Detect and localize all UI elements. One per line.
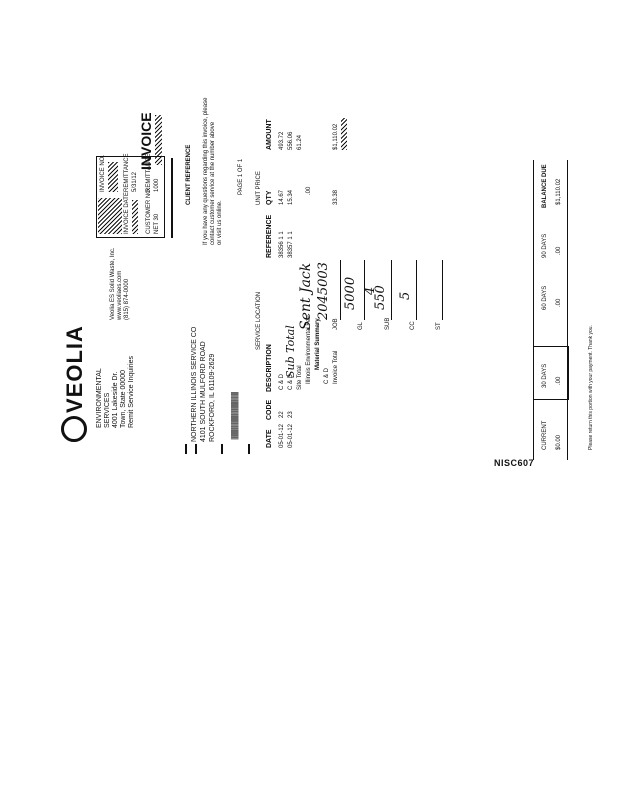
- margin-mark: [221, 444, 223, 454]
- remit-line: (815) 874-0000: [124, 278, 130, 320]
- coding-label: CC: [410, 321, 416, 330]
- vendor-logo: VEOLIA: [61, 325, 89, 442]
- row-date: 05-01-12: [288, 423, 294, 448]
- row-code: 23: [288, 411, 294, 418]
- coding-line: [416, 260, 417, 320]
- total-amount: $1,110.02: [333, 123, 339, 150]
- material-summary-label: Material Summary: [315, 318, 321, 370]
- site-total-label: Site Total: [297, 365, 303, 390]
- aging-bottom-rule: [567, 160, 568, 460]
- bill-to-line: NORTHERN ILLINOIS SERVICE CO: [191, 326, 198, 442]
- row-date: 05-01-12: [279, 423, 285, 448]
- col-qty: QTY: [266, 190, 273, 205]
- coding-line: [442, 260, 443, 320]
- coding-label: GL: [358, 321, 364, 330]
- coding-label: JOB: [333, 318, 339, 330]
- bill-to-line: 4101 SOUTH MULFORD ROAD: [200, 341, 207, 442]
- note-line: contact customer service at the number a…: [210, 121, 216, 245]
- total-unit: 33.38: [333, 189, 339, 205]
- coding-line: [340, 260, 341, 320]
- aging-30-value: .00: [556, 376, 562, 385]
- aging-current-label: CURRENT: [542, 420, 548, 450]
- handwritten-signoff: Sent Jack: [298, 262, 314, 330]
- stamp: [132, 200, 138, 234]
- row-reference: 38357 1 1: [288, 231, 294, 258]
- service-location-label: SERVICE LOCATION: [256, 291, 262, 350]
- invoice-number-label: INVOICE NO.: [100, 154, 106, 192]
- col-date: DATE: [266, 429, 273, 448]
- row-reference: 38356 1 1: [279, 231, 285, 258]
- col-description: DESCRIPTION: [266, 344, 273, 392]
- paid-stamp: [341, 118, 347, 150]
- coding-line: [391, 260, 392, 320]
- aging-top-rule: [533, 160, 534, 460]
- note-line: or visit us online.: [217, 200, 223, 245]
- aging-box: [533, 346, 569, 400]
- row-qty: 14.67: [279, 189, 285, 205]
- aging-30-label: 30 DAYS: [542, 363, 548, 388]
- fee-amount: 61.24: [297, 134, 303, 150]
- divider: [171, 158, 173, 238]
- margin-mark: [248, 444, 250, 454]
- logo-text: VEOLIA: [62, 325, 87, 413]
- bill-to-address: NORTHERN ILLINOIS SERVICE CO 4101 SOUTH …: [190, 327, 217, 442]
- customer-no-value: 1000: [154, 178, 160, 192]
- client-reference-label: CLIENT REFERENCE: [186, 144, 192, 205]
- terms-label: REMITTANCE: [146, 153, 152, 192]
- vendor-address: ENVIRONMENTAL SERVICES 4001 Lakeside Dr.…: [96, 356, 136, 428]
- bill-to-line: ROCKFORD, IL 61109-2629: [209, 353, 216, 442]
- remit-line: Veolia ES Solid Waste, Inc.: [110, 247, 116, 320]
- client-reference-note: If you have any questions regarding this…: [203, 98, 224, 245]
- barcode-stamp: [98, 198, 122, 234]
- row-amount: 556.06: [288, 131, 294, 150]
- address-line: Town, State 00000: [120, 370, 127, 428]
- fee-qty: .00: [306, 186, 312, 195]
- footer-note: Please return this portion with your pay…: [588, 325, 594, 450]
- coding-value: 5: [398, 291, 413, 300]
- col-reference: REFERENCE: [266, 214, 273, 258]
- row-code: 22: [279, 411, 285, 418]
- margin-mark: [185, 444, 187, 454]
- page-number: PAGE 1 OF 1: [238, 158, 244, 195]
- document-id: NISC607: [494, 458, 535, 468]
- row-amount: 493.72: [279, 131, 285, 150]
- invoice-number-stamp: [108, 162, 118, 192]
- division-line: SERVICES: [104, 392, 111, 428]
- veolia-logo-icon: [61, 416, 88, 442]
- aging-60-label: 60 DAYS: [542, 285, 548, 310]
- postal-barcode: ||||||||||||||||||||||||||||||||||||||||…: [230, 392, 239, 440]
- terms-value: NET 30: [154, 213, 160, 234]
- handwritten-note: Sub Total: [284, 325, 297, 378]
- margin-mark: [195, 444, 197, 454]
- coding-label: ST: [436, 322, 442, 330]
- col-code: CODE: [266, 399, 273, 420]
- aging-current-value: $0.00: [556, 434, 562, 450]
- col-amount: AMOUNT: [266, 119, 273, 150]
- unit-price-label: UNIT PRICE: [256, 171, 262, 205]
- address-line: 4001 Lakeside Dr.: [112, 371, 119, 428]
- aging-60-value: .00: [556, 298, 562, 307]
- balance-due-value: $1,110.02: [556, 178, 562, 205]
- coding-value: 2045003: [316, 262, 331, 320]
- remit-line: www.veoliaes.com: [117, 270, 123, 320]
- invoice-date-value: 5/31/12: [132, 171, 138, 192]
- customer-no-label: CUSTOMER NO.: [146, 187, 152, 234]
- invoice-date-label: INVOICE DATE: [124, 192, 130, 234]
- balance-due-label: BALANCE DUE: [542, 164, 548, 208]
- invoice-total-label: Invoice Total: [333, 350, 339, 384]
- aging-90-label: 90 DAYS: [542, 233, 548, 258]
- address-line: Remit Service Inquiries: [128, 356, 135, 428]
- coding-value: 5000: [343, 276, 358, 310]
- division-line: ENVIRONMENTAL: [96, 368, 103, 428]
- coding-value: 550: [373, 285, 388, 310]
- row-qty: 15.34: [288, 189, 294, 205]
- note-line: If you have any questions regarding this…: [203, 97, 209, 245]
- remittance-label: REMITTANCE: [124, 153, 130, 192]
- remit-info: Veolia ES Solid Waste, Inc. www.veoliaes…: [110, 248, 131, 320]
- aging-90-value: .00: [556, 246, 562, 255]
- invoice-document: VEOLIA ENVIRONMENTAL SERVICES 4001 Lakes…: [58, 98, 603, 470]
- material-line: C & D: [324, 367, 330, 384]
